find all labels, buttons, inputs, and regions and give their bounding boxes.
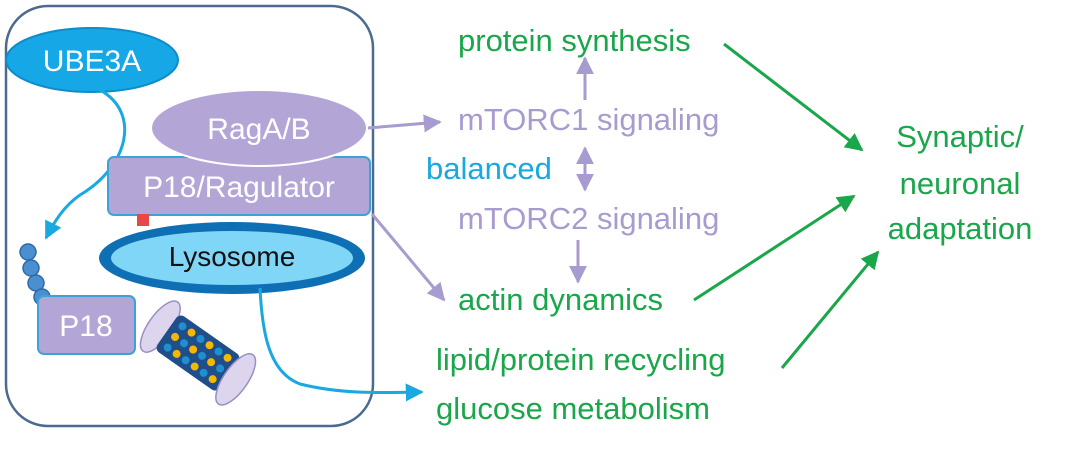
p18-label: P18	[59, 310, 112, 343]
proteasome-icon	[139, 300, 257, 406]
balanced-label: balanced	[426, 151, 552, 186]
rag-node: RagA/B	[150, 89, 368, 167]
ragulator-label: P18/Ragulator	[143, 171, 335, 204]
protein-synthesis-to-outcome-arrow	[723, 42, 864, 152]
outcome-line3: adaptation	[888, 211, 1033, 246]
outcome-line2: neuronal	[900, 166, 1021, 201]
actin-dynamics-label: actin dynamics	[458, 282, 663, 317]
protein-synthesis-label: protein synthesis	[458, 23, 691, 58]
ragulator-to-actin-arrow	[370, 213, 446, 302]
rag-label: RagA/B	[207, 113, 310, 146]
recycling-label: lipid/protein recycling	[436, 342, 725, 377]
p18-node: P18	[37, 295, 136, 355]
ube3a-label: UBE3A	[43, 45, 141, 78]
glucose-label: glucose metabolism	[436, 391, 710, 426]
ragulator-node: P18/Ragulator	[107, 156, 371, 216]
lysosome-to-recycling-arrow	[258, 287, 424, 402]
outcome-line1: Synaptic/	[896, 119, 1024, 154]
mtorc2-label: mTORC2 signaling	[458, 201, 719, 236]
anchor-connector	[137, 214, 149, 226]
ube3a-to-ubiquitin-arrow	[44, 88, 127, 240]
rag-to-mtorc1-arrow	[367, 114, 442, 133]
lysosome-label: Lysosome	[169, 241, 296, 272]
ube3a-node: UBE3A	[5, 27, 179, 93]
actin-to-outcome-arrow	[693, 194, 856, 302]
lysosome-node: Lysosome	[99, 222, 365, 294]
mtorc1-label: mTORC1 signaling	[458, 102, 719, 137]
recycling-to-outcome-arrow	[780, 250, 880, 369]
